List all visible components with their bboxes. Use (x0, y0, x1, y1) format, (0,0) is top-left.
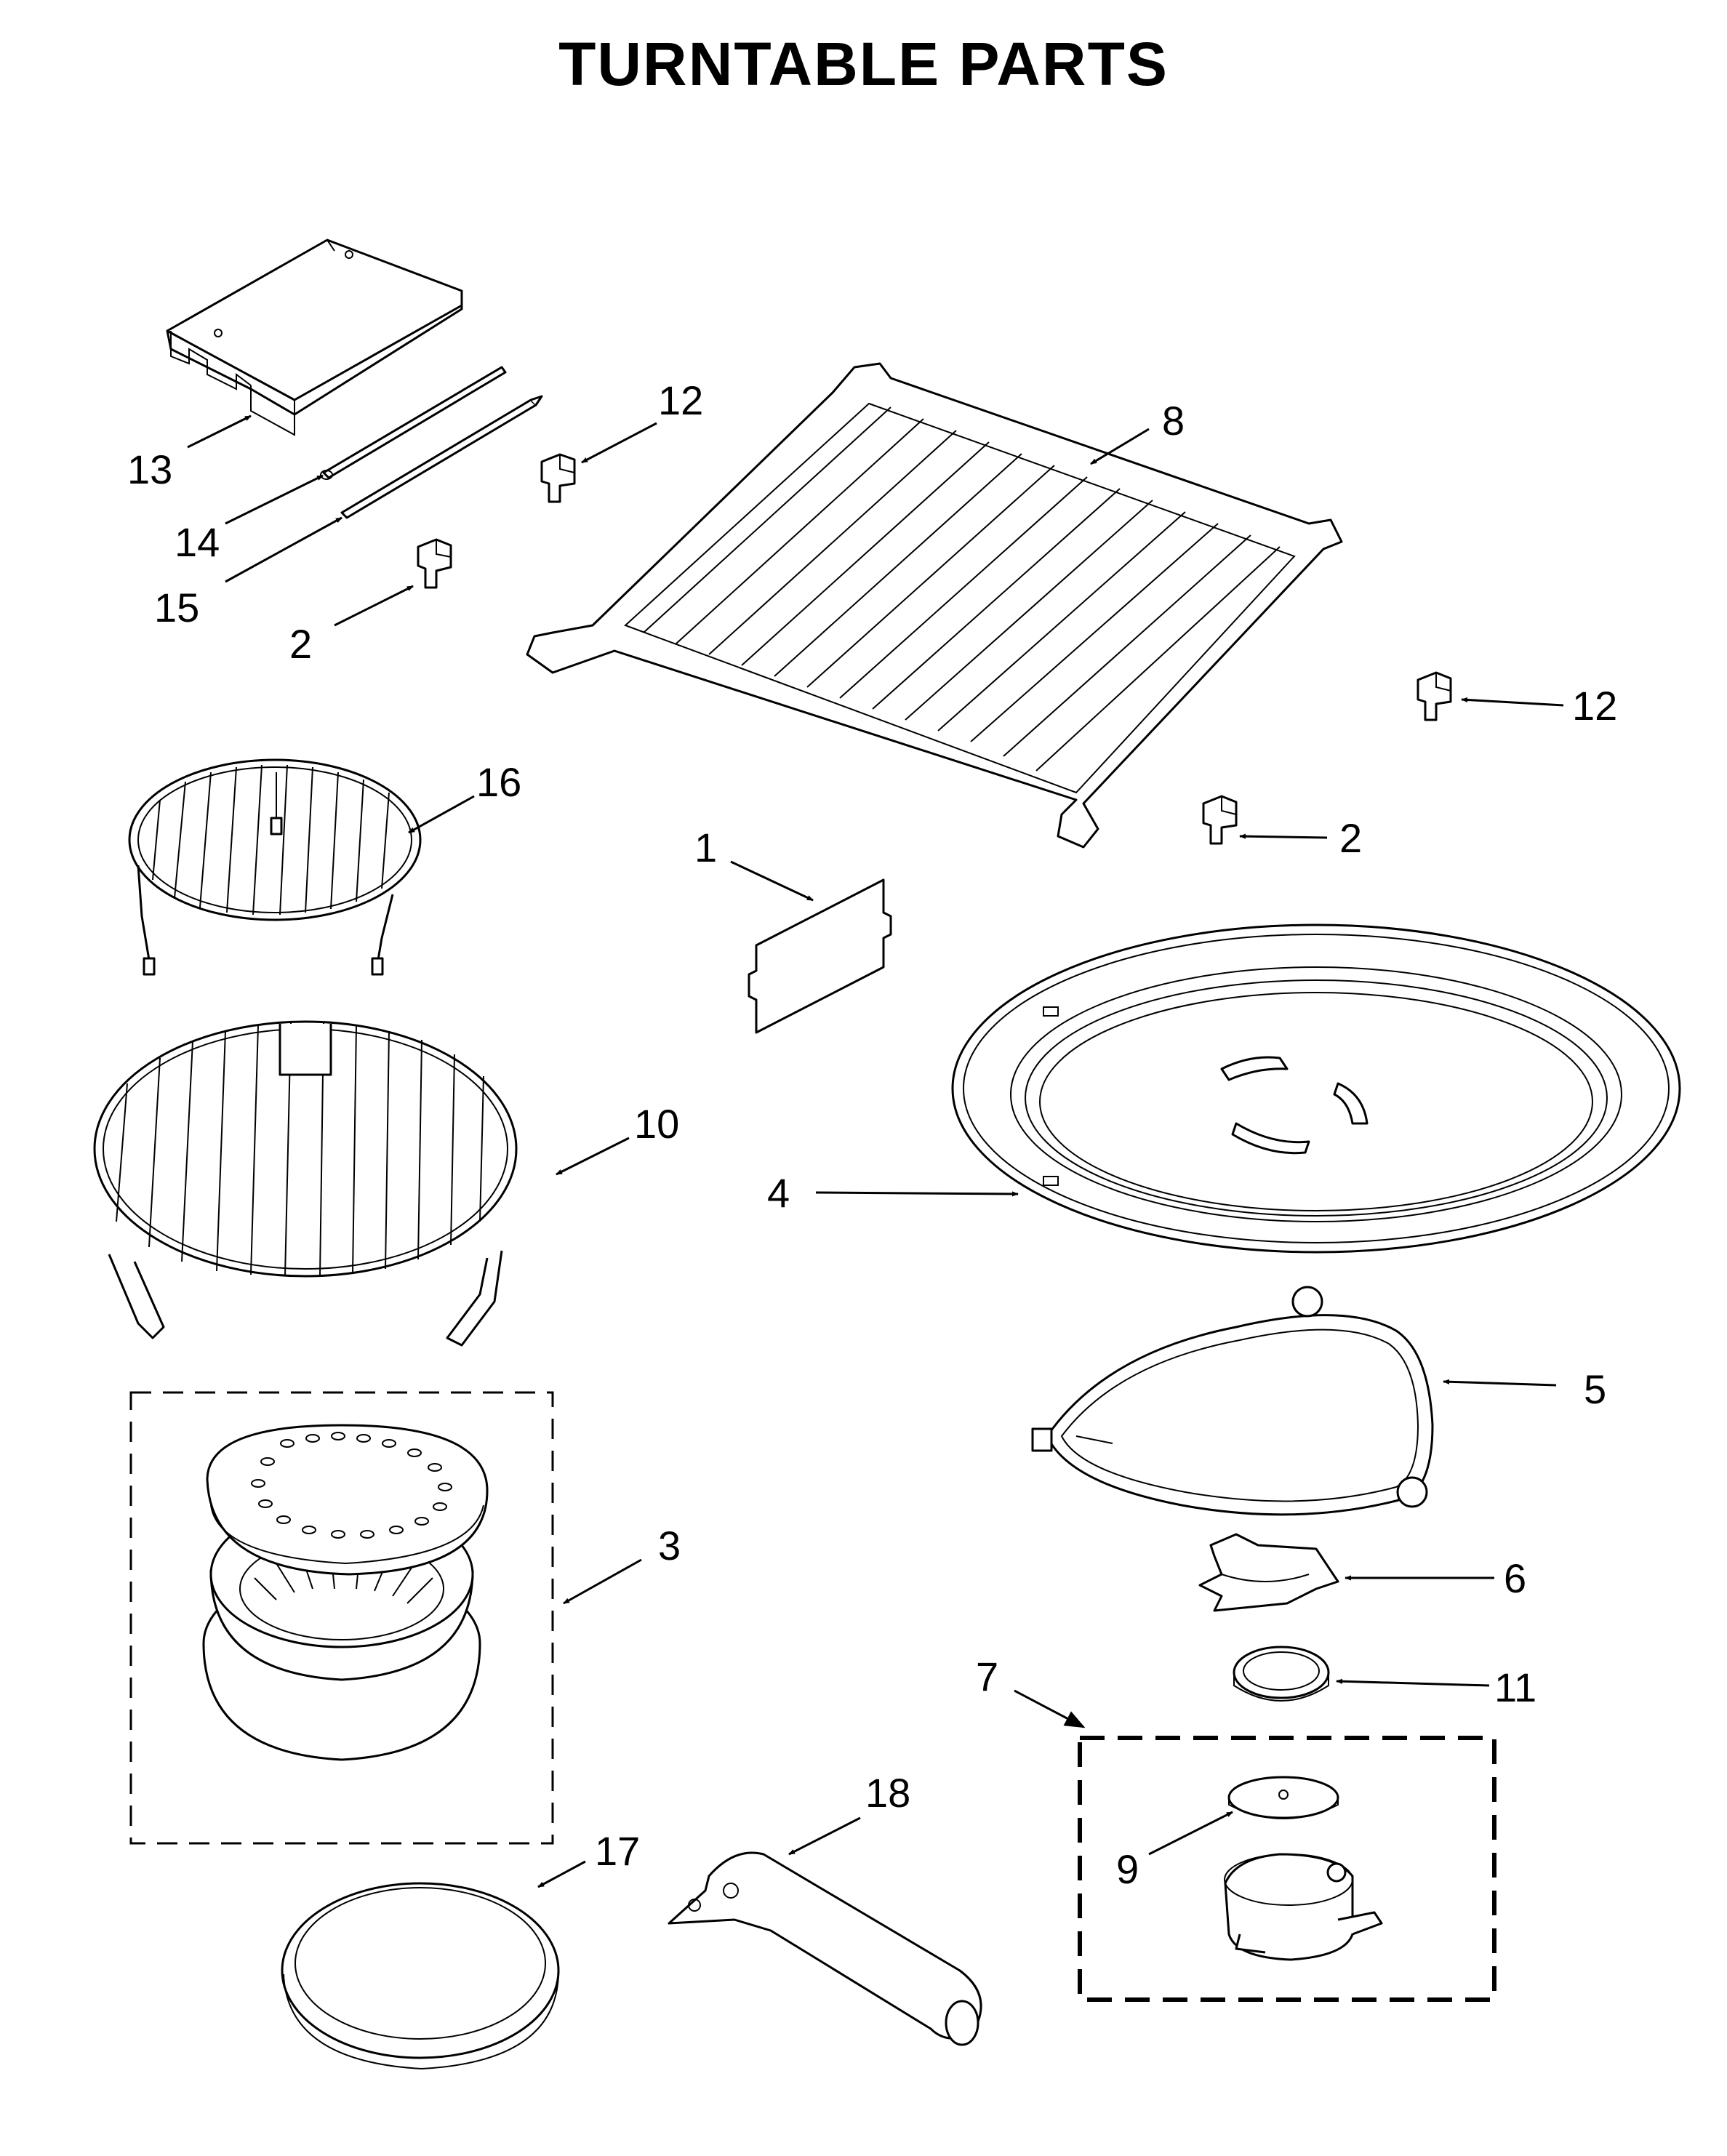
callout-12-upper: 12 (658, 377, 703, 423)
part-4-tray (951, 923, 1681, 1254)
callout-labels: 13 14 15 2 12 8 12 2 16 1 4 10 5 6 3 11 … (127, 377, 1617, 1892)
callout-15: 15 (154, 585, 199, 630)
part-14-rod (320, 366, 507, 480)
part-15-rod (340, 395, 543, 519)
part-12-clip-right (1417, 671, 1452, 721)
part-16-small-rack (128, 758, 422, 976)
part-8-rack (526, 362, 1343, 849)
part-13-cover (166, 239, 463, 436)
callout-18: 18 (865, 1770, 910, 1816)
part-2-clip-right (1202, 795, 1238, 845)
callout-2-upper: 2 (289, 621, 312, 667)
part-3-steamer (129, 1391, 554, 1845)
callout-11: 11 (1494, 1664, 1536, 1710)
part-5-roller-ring (1031, 1286, 1434, 1516)
part-17-pan (281, 1882, 560, 2070)
callout-leaders (187, 414, 1564, 1888)
part-7-motor-assembly (1078, 1736, 1496, 2002)
callout-10: 10 (634, 1101, 679, 1147)
callout-17: 17 (595, 1828, 640, 1874)
part-18-handle (668, 1851, 982, 2046)
callout-2-right: 2 (1339, 815, 1362, 861)
callout-6: 6 (1504, 1555, 1526, 1601)
callout-9: 9 (1116, 1846, 1139, 1892)
part-6-coupler (1198, 1533, 1339, 1612)
callout-4: 4 (767, 1170, 790, 1216)
page-title: TURNTABLE PARTS (558, 30, 1169, 98)
callout-16: 16 (476, 759, 521, 805)
callout-1: 1 (694, 825, 717, 870)
part-1-plate (748, 878, 892, 1034)
part-12-clip-upper (540, 453, 576, 503)
callout-12-right: 12 (1572, 683, 1617, 729)
callout-8: 8 (1162, 398, 1185, 444)
callout-5: 5 (1584, 1366, 1606, 1412)
part-2-clip-upper (417, 538, 452, 589)
callout-14: 14 (175, 519, 220, 565)
callout-3: 3 (658, 1523, 681, 1568)
part-11-ring (1233, 1646, 1330, 1702)
callout-7: 7 (976, 1654, 998, 1699)
callout-13: 13 (127, 446, 172, 492)
part-10-large-rack (93, 1020, 518, 1347)
